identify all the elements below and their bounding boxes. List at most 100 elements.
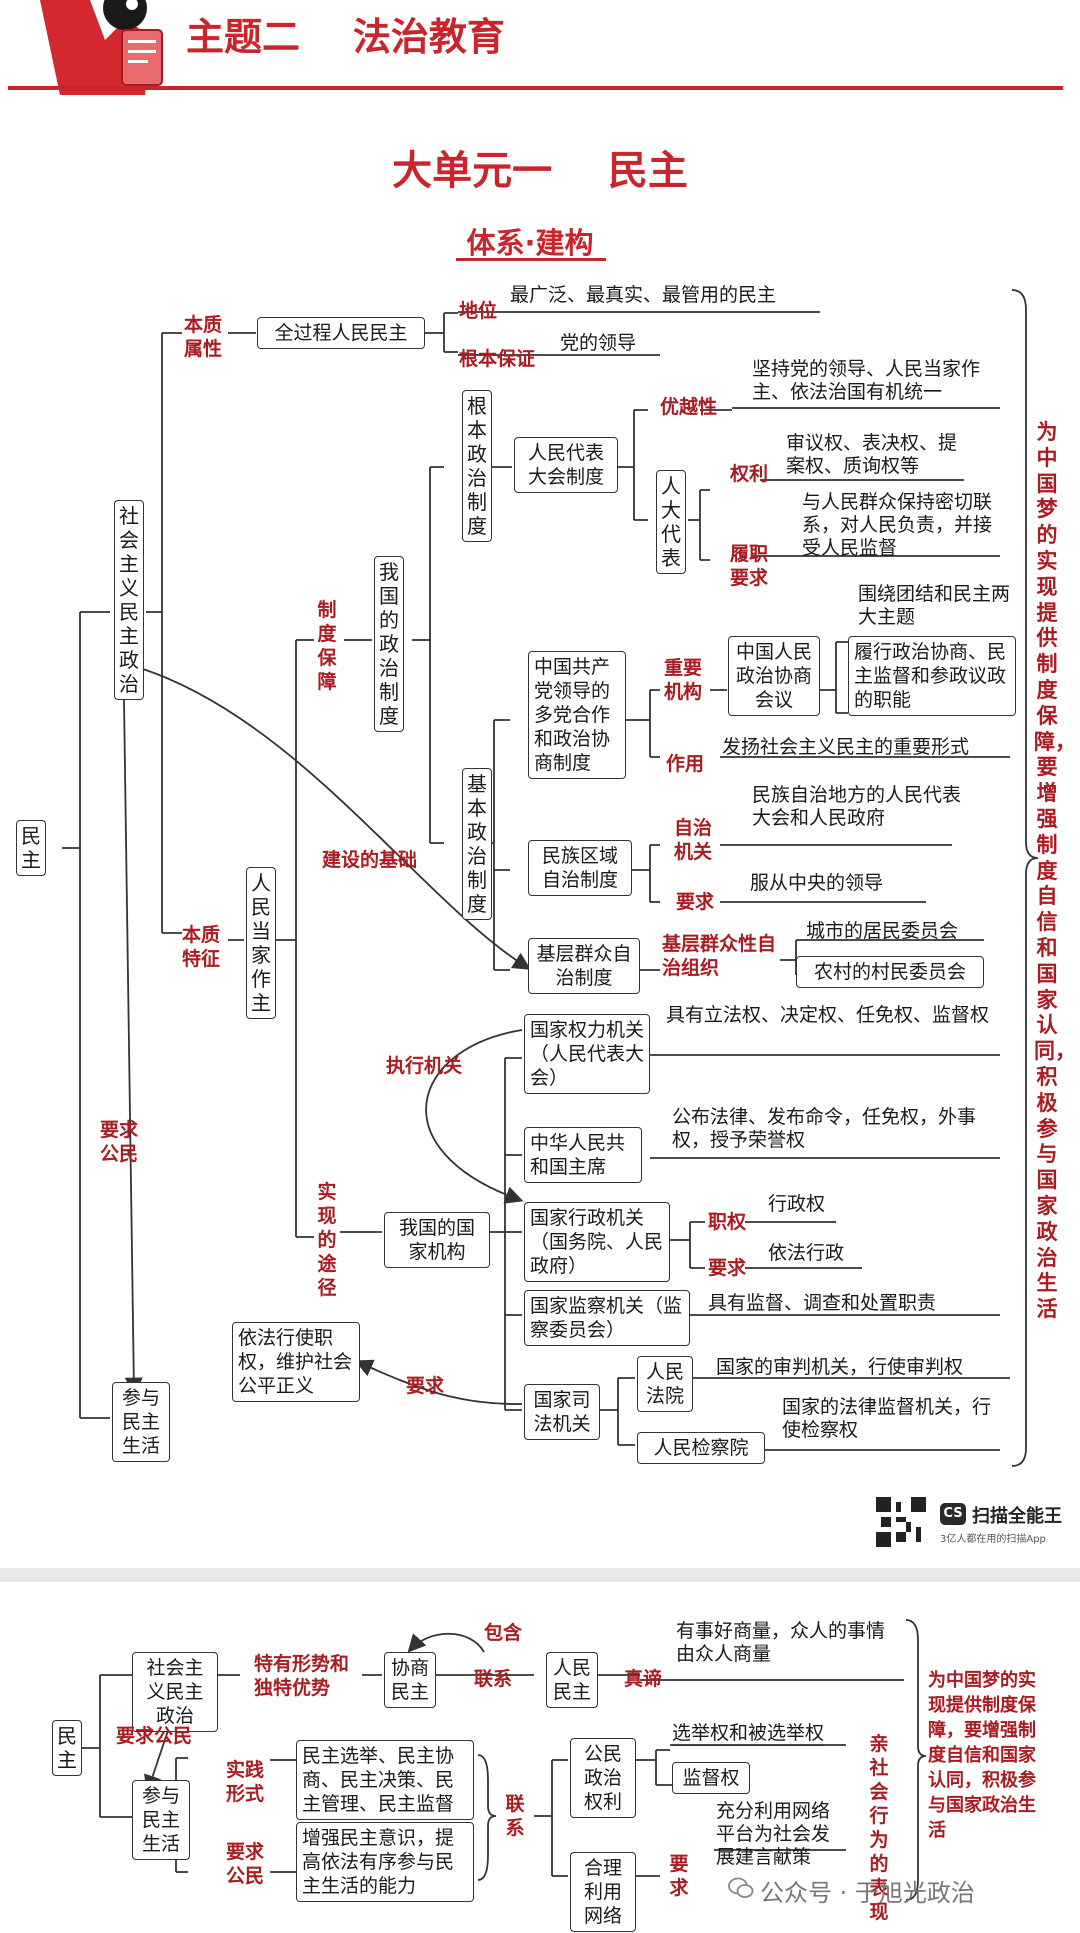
- power-organ-text: 具有立法权、决定权、任免权、监督权: [666, 1004, 990, 1026]
- system-guarantee-label: 制度保障: [317, 599, 337, 693]
- position-label: 地位: [459, 300, 498, 322]
- build-foundation-label: 建设的基础: [322, 849, 418, 871]
- internet-node: 合理利用网络: [570, 1852, 636, 1932]
- scanner-app-logo: CS: [940, 1503, 966, 1525]
- mascot-icon: [40, 0, 163, 95]
- autonomy-requirement-text: 服从中央的领导: [750, 872, 884, 894]
- justice-requirement-label: 要求: [406, 1375, 445, 1397]
- top-map-connectors: [62, 289, 1039, 1467]
- duty-text: 与人民群众保持密切联系，对人民负责，并接受人民监督: [802, 491, 993, 559]
- bottom-require-citizens: 要求公民: [116, 1725, 193, 1747]
- justice-box: 依法行使职权，维护社会公平正义: [232, 1322, 360, 1402]
- court-node: 人民法院: [637, 1356, 693, 1412]
- supervision-text: 具有监督、调查和处置职责: [708, 1292, 937, 1314]
- link-label: 联系: [505, 1793, 525, 1839]
- autonomy-requirement-label: 要求: [676, 891, 715, 913]
- role-text: 发扬社会主义民主的重要形式: [722, 736, 970, 758]
- cppcc-duty: 履行政治协商、民主监督和参政议政的职能: [848, 636, 1016, 716]
- guarantee-label: 根本保证: [459, 348, 536, 370]
- bottom-socialist-democracy: 社会主义民主政治: [132, 1652, 218, 1732]
- essence-text: 有事好商量，众人的事情由众人商量: [676, 1620, 886, 1665]
- path-label: 实现的途径: [317, 1181, 337, 1299]
- superiority-label: 优越性: [660, 396, 718, 418]
- president-node: 中华人民共和国主席: [524, 1127, 642, 1183]
- function-text: 行政权: [768, 1193, 826, 1215]
- scanner-app-tagline: 3亿人都在用的扫描App: [940, 1534, 1046, 1545]
- judicial-organ-node: 国家司法机关: [524, 1384, 600, 1440]
- political-system-node: 我国的政治制度: [374, 556, 404, 732]
- admin-organ-node: 国家行政机关（国务院、人民政府）: [524, 1202, 670, 1282]
- qr-code-icon: [876, 1497, 926, 1547]
- grassroots-org-label: 基层群众性自治组织: [662, 933, 777, 979]
- supervision-organ-node: 国家监察机关（监察委员会）: [524, 1290, 690, 1346]
- grassroots-autonomy-node: 基层群众自治制度: [528, 938, 640, 994]
- bottom-root-democracy: 民主: [52, 1720, 82, 1776]
- rights-text: 审议权、表决权、提案权、质询权等: [786, 432, 958, 477]
- admin-requirement-label: 要求: [708, 1257, 747, 1279]
- fundamental-system-node: 根本政治制度: [462, 390, 492, 542]
- autonomy-org-text: 民族自治地方的人民代表大会和人民政府: [752, 784, 962, 829]
- contain-label: 包含: [484, 1622, 523, 1644]
- practice-form-label: 实践形式: [226, 1759, 265, 1805]
- npc-system-node: 人民代表大会制度: [514, 437, 618, 493]
- require-citizens-label: 要求公民: [100, 1119, 139, 1165]
- rights-label: 权利: [730, 463, 769, 485]
- political-rights-node: 公民政治权利: [570, 1738, 636, 1818]
- root-democracy: 民主: [16, 820, 46, 876]
- function-label: 职权: [708, 1211, 747, 1233]
- socialist-democracy-node: 社会主义民主政治: [114, 500, 144, 700]
- unit-title: 大单元一 民主: [392, 148, 688, 194]
- whole-process-democracy: 全过程人民民主: [257, 317, 425, 349]
- wechat-icon: [728, 1877, 754, 1898]
- autonomy-org-label: 自治机关: [674, 817, 713, 863]
- superiority-text: 坚持党的领导、人民当家作主、依法治国有机统一: [752, 358, 981, 403]
- supervise-right: 监督权: [672, 1762, 750, 1794]
- guarantee-text: 党的领导: [560, 332, 637, 354]
- admin-requirement-text: 依法行政: [768, 1242, 845, 1264]
- internet-text: 充分利用网络平台为社会发展建言献策: [716, 1800, 831, 1868]
- prosocial-label: 亲社会行为的表现: [869, 1733, 889, 1923]
- practice-form-text: 民主选举、民主协商、民主决策、民主管理、民主监督: [296, 1740, 474, 1820]
- state-organs-node: 我国的国家机构: [384, 1212, 490, 1268]
- essence-feature-label: 本质特征: [182, 924, 221, 970]
- footer-watermark: 公众号 · 于旭光政治: [728, 1873, 975, 1908]
- urban-committee: 城市的居民委员会: [806, 920, 959, 942]
- basic-system-node: 基本政治制度: [462, 768, 492, 920]
- header-rule: [8, 86, 1063, 90]
- president-text: 公布法律、发布命令，任免权，外事权，授予荣誉权: [672, 1106, 977, 1151]
- side-note-bottom: 为中国梦的实现提供制度保障，要增强制度自信和国家认同，积极参与国家政治生活: [928, 1670, 1036, 1841]
- essence-attribute-label: 本质属性: [184, 314, 223, 360]
- people-democracy: 人民民主: [546, 1652, 598, 1708]
- power-organ-node: 国家权力机关（人民代表大会）: [524, 1014, 650, 1094]
- position-text: 最广泛、最真实、最管用的民主: [510, 284, 777, 306]
- bottom-require-label: 要求公民: [226, 1841, 265, 1887]
- section-title-underline: [456, 258, 606, 261]
- internet-requirement-label: 要求: [669, 1853, 689, 1899]
- consultative-democracy: 协商民主: [384, 1652, 436, 1708]
- duty-label: 履职要求: [730, 543, 769, 589]
- executive-organ-label: 执行机关: [386, 1055, 463, 1077]
- rural-committee: 农村的村民委员会: [796, 956, 984, 988]
- procuratorate-text: 国家的法律监督机关，行使检察权: [782, 1396, 992, 1441]
- deputies-node: 人大代表: [656, 470, 686, 574]
- people-master-node: 人民当家作主: [246, 867, 276, 1019]
- vote-right: 选举权和被选举权: [672, 1722, 825, 1746]
- side-note-top: 为中国梦的实现提供制度保障，要增强制度自信和国家认同，积极参与国家政治生活: [1034, 420, 1076, 1322]
- bottom-participate-node: 参与民主生活: [132, 1780, 190, 1860]
- participate-node: 参与民主生活: [112, 1382, 170, 1462]
- section-divider: [0, 1568, 1080, 1582]
- cppcc-theme: 围绕团结和民主两大主题: [858, 583, 1011, 628]
- unique-advantage-label: 特有形势和独特优势: [254, 1653, 350, 1699]
- section-title: 体系·建构: [466, 226, 594, 260]
- require-text: 增强民主意识，提高依法有序参与民主生活的能力: [296, 1822, 474, 1902]
- page-header: 主题二 法治教育: [0, 0, 1080, 95]
- connect-label: 联系: [474, 1668, 513, 1690]
- cppcc-node: 中国人民政治协商会议: [728, 636, 820, 716]
- cpc-coop-system: 中国共产党领导的多党合作和政治协商制度: [528, 651, 626, 779]
- procuratorate-node: 人民检察院: [637, 1432, 765, 1464]
- essence-label: 真谛: [624, 1668, 663, 1690]
- regional-autonomy-node: 民族区域自治制度: [528, 840, 632, 896]
- footer-watermark-text: 公众号 · 于旭光政治: [760, 1879, 975, 1907]
- important-org-label: 重要机构: [664, 657, 703, 703]
- scanner-app-name: 扫描全能王: [972, 1506, 1062, 1527]
